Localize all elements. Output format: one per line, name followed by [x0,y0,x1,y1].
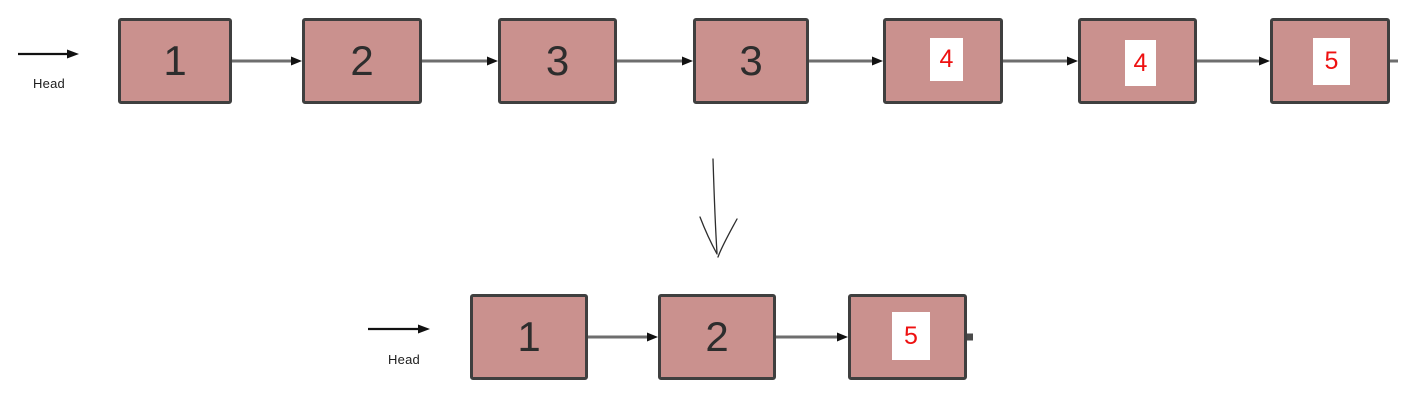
list-node: 3 [693,18,809,104]
node-value: 3 [545,37,570,84]
node-value: 2 [705,313,729,360]
node-value: 4 [939,45,954,73]
head-pointer-arrow-bottom [368,324,430,334]
node-value: 1 [517,313,541,360]
node-value: 5 [1324,47,1339,75]
list-node: 5 [848,294,967,380]
edited-value-patch: 5 [892,312,930,360]
bottom-list-connectors [588,332,973,342]
list-node: 4 [883,18,1003,104]
edited-value-patch: 4 [930,38,963,81]
head-pointer-arrow-top [18,49,79,59]
head-label-top: Head [33,76,65,91]
list-node: 1 [470,294,588,380]
list-node: 2 [658,294,776,380]
top-list-connectors [232,56,1398,66]
edited-value-patch: 4 [1125,40,1156,86]
list-node: 4 [1078,18,1197,104]
list-node: 1 [118,18,232,104]
node-value: 4 [1133,48,1148,77]
node-value: 2 [350,37,374,84]
list-node: 2 [302,18,422,104]
edited-value-patch: 5 [1313,38,1350,85]
head-label-bottom: Head [388,352,420,367]
node-value: 3 [739,37,763,84]
node-value: 5 [904,321,918,350]
list-node: 3 [498,18,617,104]
list-node: 5 [1270,18,1390,104]
hand-drawn-down-arrow [699,158,738,258]
node-value: 1 [163,37,187,84]
